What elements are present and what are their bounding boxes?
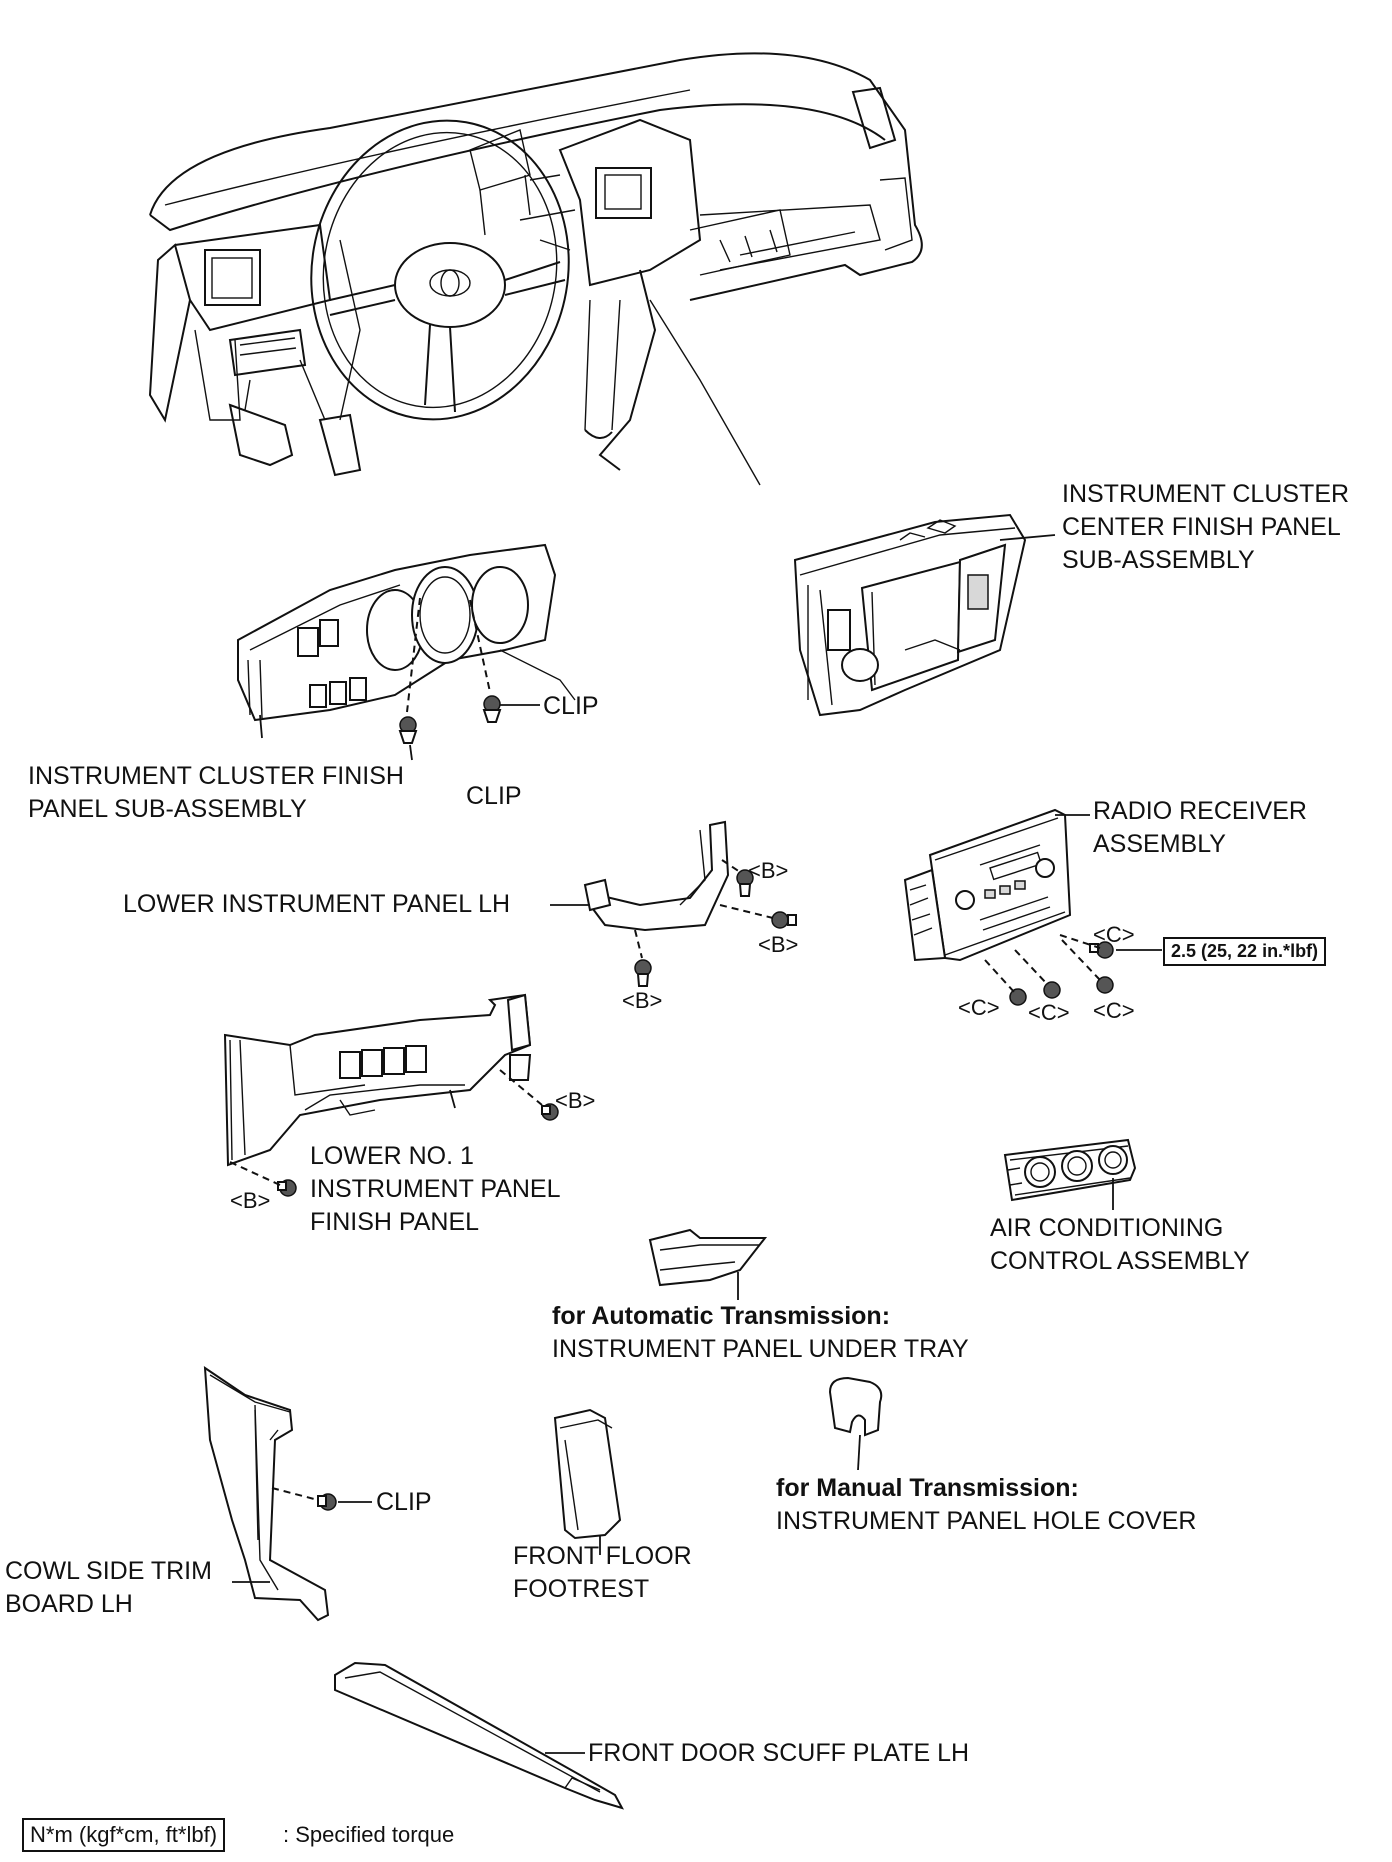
label-line: FOOTREST — [513, 1575, 650, 1603]
cluster-finish-panel-part — [237, 543, 576, 761]
label-line: FINISH PANEL — [310, 1208, 480, 1236]
label-line: SUB-ASSEMBLY — [1062, 546, 1255, 574]
label-line: INSTRUMENT PANEL UNDER TRAY — [552, 1335, 969, 1363]
label-line: INSTRUMENT PANEL HOLE COVER — [776, 1507, 1197, 1535]
label-line: CONTROL ASSEMBLY — [990, 1247, 1250, 1275]
under-tray-part — [648, 1228, 768, 1300]
cowl-side-trim-part — [203, 1366, 372, 1622]
label-line: INSTRUMENT CLUSTER FINISH — [28, 762, 404, 790]
label-lower-panel-lh: LOWER INSTRUMENT PANEL LH — [123, 890, 511, 918]
label-line: AIR CONDITIONING — [990, 1214, 1224, 1242]
tag-c: <C> — [1093, 998, 1135, 1023]
lower-no1-finish-panel-part — [223, 993, 559, 1197]
label-line: PANEL SUB-ASSEMBLY — [28, 795, 307, 823]
tag-b: <B> — [555, 1088, 596, 1113]
label-condition: for Manual Transmission: — [776, 1474, 1079, 1502]
radio-receiver-part — [903, 808, 1162, 1006]
label-line: CENTER FINISH PANEL — [1062, 513, 1341, 541]
label-ac-control: AIR CONDITIONING CONTROL ASSEMBLY — [990, 1212, 1250, 1278]
dashboard-assembly — [148, 52, 923, 486]
lower-panel-lh-part — [550, 820, 797, 987]
label-scuff-plate: FRONT DOOR SCUFF PLATE LH — [588, 1739, 970, 1767]
label-line: FRONT FLOOR — [513, 1542, 692, 1570]
label-line: BOARD LH — [5, 1590, 133, 1618]
label-cluster-finish-panel: INSTRUMENT CLUSTER FINISH PANEL SUB-ASSE… — [28, 760, 404, 826]
tag-c: <C> — [1028, 1000, 1070, 1025]
label-line: COWL SIDE TRIM — [5, 1557, 212, 1585]
tag-b: <B> — [758, 932, 799, 957]
label-lower-no1-finish: LOWER NO. 1 INSTRUMENT PANEL FINISH PANE… — [310, 1140, 561, 1239]
label-line: ASSEMBLY — [1093, 830, 1226, 858]
tag-c: <C> — [1093, 922, 1135, 947]
label-clip-cowl: CLIP — [376, 1488, 432, 1516]
tag-b: <B> — [748, 858, 789, 883]
footrest-part — [553, 1408, 622, 1555]
label-hole-cover: for Manual Transmission: INSTRUMENT PANE… — [776, 1472, 1196, 1538]
label-cowl-side-trim: COWL SIDE TRIM BOARD LH — [5, 1555, 212, 1621]
label-line: INSTRUMENT CLUSTER — [1062, 480, 1350, 508]
label-clip-upper-right: CLIP — [543, 692, 599, 720]
tag-b: <B> — [622, 988, 663, 1013]
ac-control-part — [1003, 1138, 1137, 1210]
label-line: LOWER NO. 1 — [310, 1142, 474, 1170]
label-footrest: FRONT FLOOR FOOTREST — [513, 1540, 692, 1606]
label-clip-upper-left: CLIP — [466, 782, 522, 810]
label-cluster-center-panel: INSTRUMENT CLUSTER CENTER FINISH PANEL S… — [1062, 478, 1349, 577]
tag-c: <C> — [958, 995, 1000, 1020]
torque-spec-box: 2.5 (25, 22 in.*lbf) — [1163, 937, 1327, 966]
cluster-center-finish-panel-part — [793, 513, 1056, 717]
hole-cover-part — [828, 1376, 883, 1471]
label-line: INSTRUMENT PANEL — [310, 1175, 561, 1203]
legend-description: : Specified torque — [283, 1822, 455, 1847]
scuff-plate-part — [334, 1661, 625, 1810]
legend-unit-box: N*m (kgf*cm, ft*lbf) — [22, 1818, 226, 1852]
label-condition: for Automatic Transmission: — [552, 1302, 891, 1330]
label-line: RADIO RECEIVER — [1093, 797, 1307, 825]
tag-b: <B> — [230, 1188, 271, 1213]
label-under-tray: for Automatic Transmission: INSTRUMENT P… — [552, 1300, 969, 1366]
label-radio-receiver: RADIO RECEIVER ASSEMBLY — [1093, 795, 1307, 861]
